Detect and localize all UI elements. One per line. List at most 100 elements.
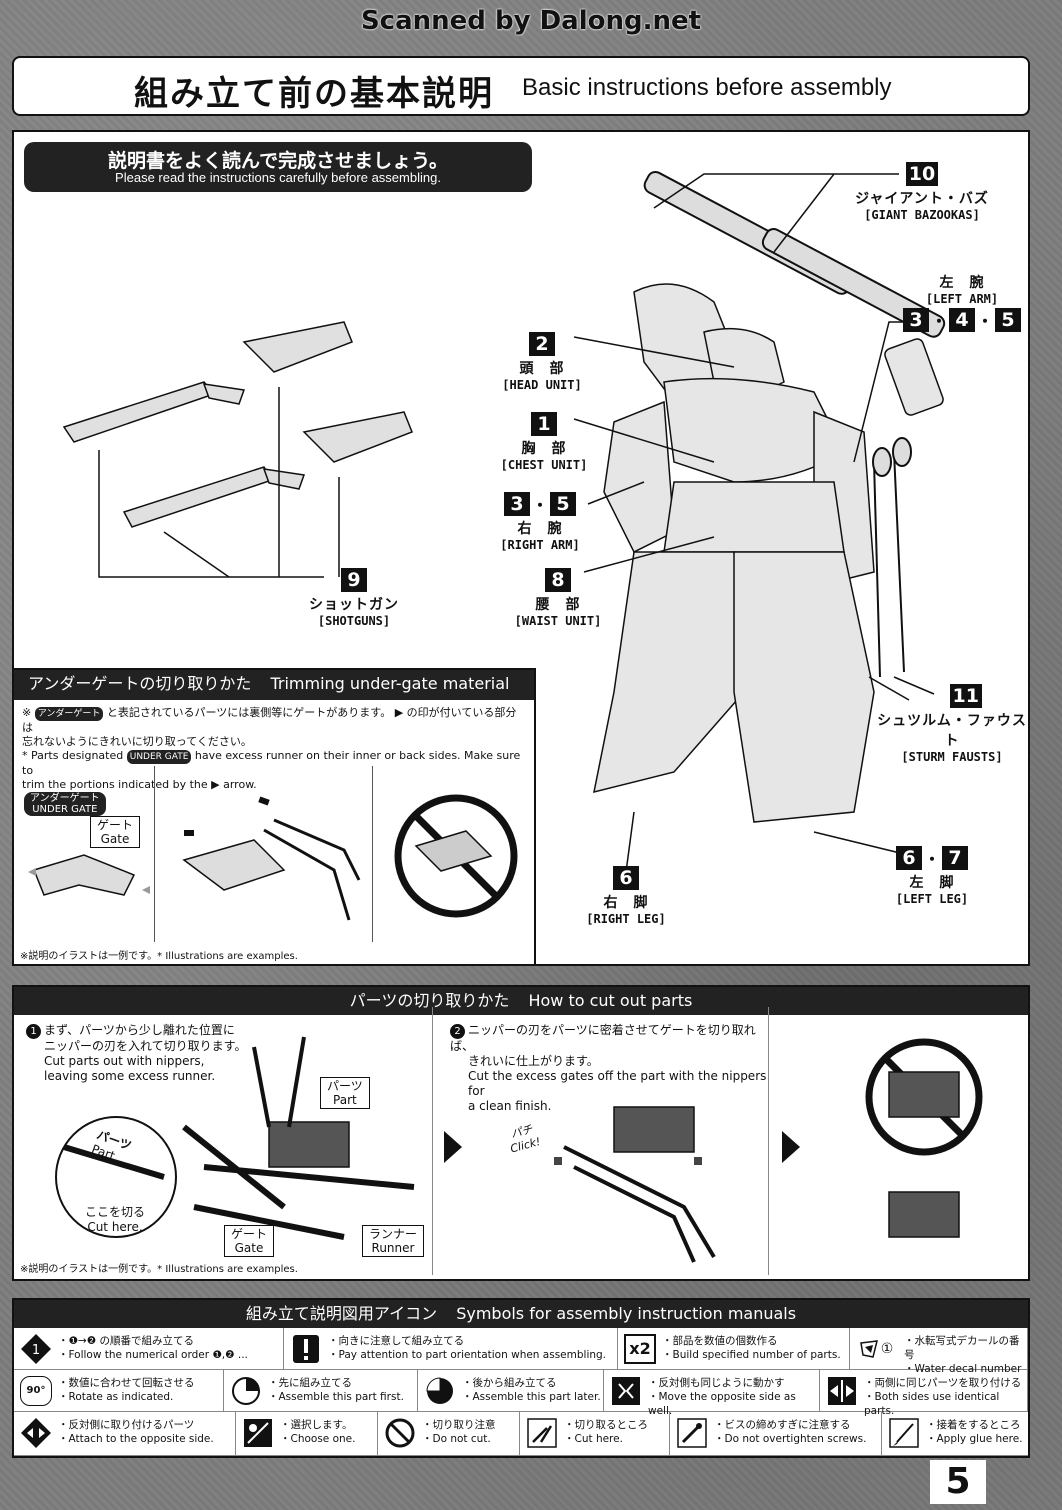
shotgun-1-stock xyxy=(202,383,246,405)
intro-en: Please read the instructions carefully b… xyxy=(115,170,441,185)
cut-parts-footnote: ※説明のイラストは一例です。* Illustrations are exampl… xyxy=(20,1264,298,1275)
symbol-jp: ・反対側も同じように動かす xyxy=(648,1377,785,1389)
undergate-note-en-1: have excess runner on their inner or bac… xyxy=(22,749,521,777)
symbol-assemble-first: ・先に組み立てる・Assemble this part first. xyxy=(224,1370,418,1412)
symbol-both-sides: ・両側に同じパーツを取り付ける・Both sides use identical… xyxy=(820,1370,1028,1417)
undergate-heading: アンダーゲートの切り取りかた Trimming under-gate mater… xyxy=(14,670,534,700)
undergate-heading-jp: アンダーゲートの切り取りかた xyxy=(28,674,252,693)
part-label: パーツ Part xyxy=(320,1077,370,1109)
callout-left-leg: 6・ 7 左 脚 [LEFT LEG] xyxy=(880,846,984,906)
symbol-choose-one: ・選択します。・Choose one. xyxy=(236,1412,378,1456)
numerical-order-icon: 1 xyxy=(20,1334,52,1364)
callout-en: [STURM FAUSTS] xyxy=(901,750,1003,764)
cut-here-icon xyxy=(526,1418,558,1448)
move-opposite-icon xyxy=(610,1376,642,1406)
cut-parts-heading: パーツの切り取りかた How to cut out parts xyxy=(14,987,1028,1015)
symbol-orientation: ・向きに注意して組み立てる・Pay attention to part orie… xyxy=(284,1328,618,1370)
bazooka-2 xyxy=(761,228,946,338)
result-illustration xyxy=(865,1038,983,1238)
symbol-numerical-order: 1 ・❶→❷ の順番で組み立てる・Follow the numerical or… xyxy=(14,1328,284,1370)
step-1-jp-2: ニッパーの刃を入れて切り取ります。 xyxy=(44,1039,247,1053)
callout-en: [HEAD UNIT] xyxy=(502,378,582,392)
callout-en: [GIANT BAZOOKAS] xyxy=(864,208,980,222)
symbol-jp: ・接着をするところ xyxy=(926,1419,1021,1431)
shotgun-1-body xyxy=(62,381,216,443)
undergate-panel: アンダーゲートの切り取りかた Trimming under-gate mater… xyxy=(12,668,536,966)
left-leg-shape xyxy=(733,551,875,823)
symbol-en: ・Pay attention to part orientation when … xyxy=(328,1349,607,1361)
runner-label-jp: ランナー xyxy=(369,1227,418,1241)
intro-banner: 説明書をよく読んで完成させましょう。 Please read the instr… xyxy=(24,142,532,192)
title-bar: 組み立て前の基本説明 Basic instructions before ass… xyxy=(12,56,1030,116)
next-arrow-icon xyxy=(444,1131,462,1163)
symbol-en: ・Follow the numerical order ❶,❷ ... xyxy=(58,1349,248,1361)
callout-number: 6 xyxy=(895,846,922,870)
both-sides-icon xyxy=(826,1376,858,1406)
do-not-cut-illustration xyxy=(394,794,518,918)
symbol-jp: ・選択します。 xyxy=(280,1419,353,1431)
symbol-jp: ・❶→❷ の順番で組み立てる xyxy=(58,1335,194,1347)
symbols-heading-jp: 組み立て説明図用アイコン xyxy=(245,1304,438,1323)
next-arrow-icon xyxy=(782,1131,800,1163)
runner-label: ランナー Runner xyxy=(362,1225,425,1257)
callout-number: 5 xyxy=(550,492,576,516)
symbol-screws: ・ビスの締めすぎに注意する・Do not overtighten screws. xyxy=(670,1412,882,1456)
page-title-en: Basic instructions before assembly xyxy=(522,74,892,101)
step-1-illustration xyxy=(55,1036,415,1240)
shotgun-2-body xyxy=(122,466,274,528)
undergate-note-jp-2: 忘れないようにきれいに切り取ってください。 xyxy=(22,735,252,748)
cut-here-label: ここを切る Cut here. xyxy=(70,1205,160,1235)
step-2-en-2: a clean finish. xyxy=(468,1099,552,1113)
callout-jp: 左 腕 xyxy=(939,275,985,291)
step-2-en-1: Cut the excess gates off the part with t… xyxy=(468,1069,767,1098)
callout-en: [CHEST UNIT] xyxy=(500,458,588,472)
waist-shape xyxy=(663,481,845,553)
decal-number: ① xyxy=(880,1341,894,1357)
symbol-en: ・Both sides use identical parts. xyxy=(864,1391,1000,1417)
undergate-part-illustration xyxy=(28,854,150,896)
intro-jp: 説明書をよく読んで完成させましょう。 xyxy=(108,150,448,172)
callout-number: 9 xyxy=(341,568,367,592)
symbol-jp: ・切り取り注意 xyxy=(422,1419,496,1431)
symbol-jp: ・先に組み立てる xyxy=(268,1377,352,1389)
parts-overview-panel: 説明書をよく読んで完成させましょう。 Please read the instr… xyxy=(12,130,1030,966)
divider xyxy=(372,766,373,942)
undergate-footnote: ※説明のイラストは一例です。* Illustrations are exampl… xyxy=(20,951,298,962)
gate-label-en: Gate xyxy=(100,832,130,846)
callout-right-leg: 6 右 脚 [RIGHT LEG] xyxy=(574,866,678,926)
symbol-assemble-later: ・後から組み立てる・Assemble this part later. xyxy=(418,1370,604,1412)
assemble-later-icon xyxy=(424,1376,456,1406)
symbol-jp: ・向きに注意して組み立てる xyxy=(328,1335,465,1347)
symbol-jp: ・数値に合わせて回転させる xyxy=(58,1377,195,1389)
symbol-rotate: 90° ・数値に合わせて回転させる・Rotate as indicated. xyxy=(14,1370,224,1412)
symbol-glue: ・接着をするところ・Apply glue here. xyxy=(882,1412,1028,1456)
symbol-en: ・Rotate as indicated. xyxy=(58,1391,174,1403)
cut-parts-heading-jp: パーツの切り取りかた xyxy=(349,991,510,1010)
callout-en: [LEFT ARM] xyxy=(925,292,999,306)
sturm-faust-head-1 xyxy=(872,447,892,477)
symbol-do-not-cut: ・切り取り注意・Do not cut. xyxy=(378,1412,520,1456)
callout-number: 7 xyxy=(942,846,968,870)
undergate-note: ※ アンダーゲート と表記されているパーツには裏側等にゲートがあります。 ▶ の… xyxy=(22,706,521,791)
exclamation-icon xyxy=(290,1334,322,1364)
symbol-en: ・Assemble this part later. xyxy=(462,1391,601,1403)
symbol-en: ・Do not cut. xyxy=(422,1433,491,1445)
symbol-jp: ・反対側に取り付けるパーツ xyxy=(58,1419,195,1431)
shotgun-stock-part-1 xyxy=(242,321,353,373)
callout-jp: 右 脚 xyxy=(603,895,649,911)
symbols-grid: 1 ・❶→❷ の順番で組み立てる・Follow the numerical or… xyxy=(14,1328,1028,1456)
callout-number: 3 xyxy=(503,492,530,516)
callout-number: 8 xyxy=(545,568,571,592)
rotate-icon: 90° xyxy=(20,1376,52,1406)
callout-jp: 右 腕 xyxy=(517,521,563,537)
shield-shape xyxy=(884,338,944,416)
undergate-badge: アンダーゲート UNDER GATE xyxy=(24,792,106,816)
callout-jp: ショットガン xyxy=(309,597,399,613)
part-label-en: Part xyxy=(333,1093,357,1107)
undergate-note-jp-1b: の印が付いている部分は xyxy=(22,706,517,734)
callout-waist-unit: 8 腰 部 [WAIST UNIT] xyxy=(506,568,610,628)
screwdriver-icon xyxy=(676,1418,708,1448)
step-1-en-1: Cut parts out with nippers, xyxy=(44,1054,205,1068)
